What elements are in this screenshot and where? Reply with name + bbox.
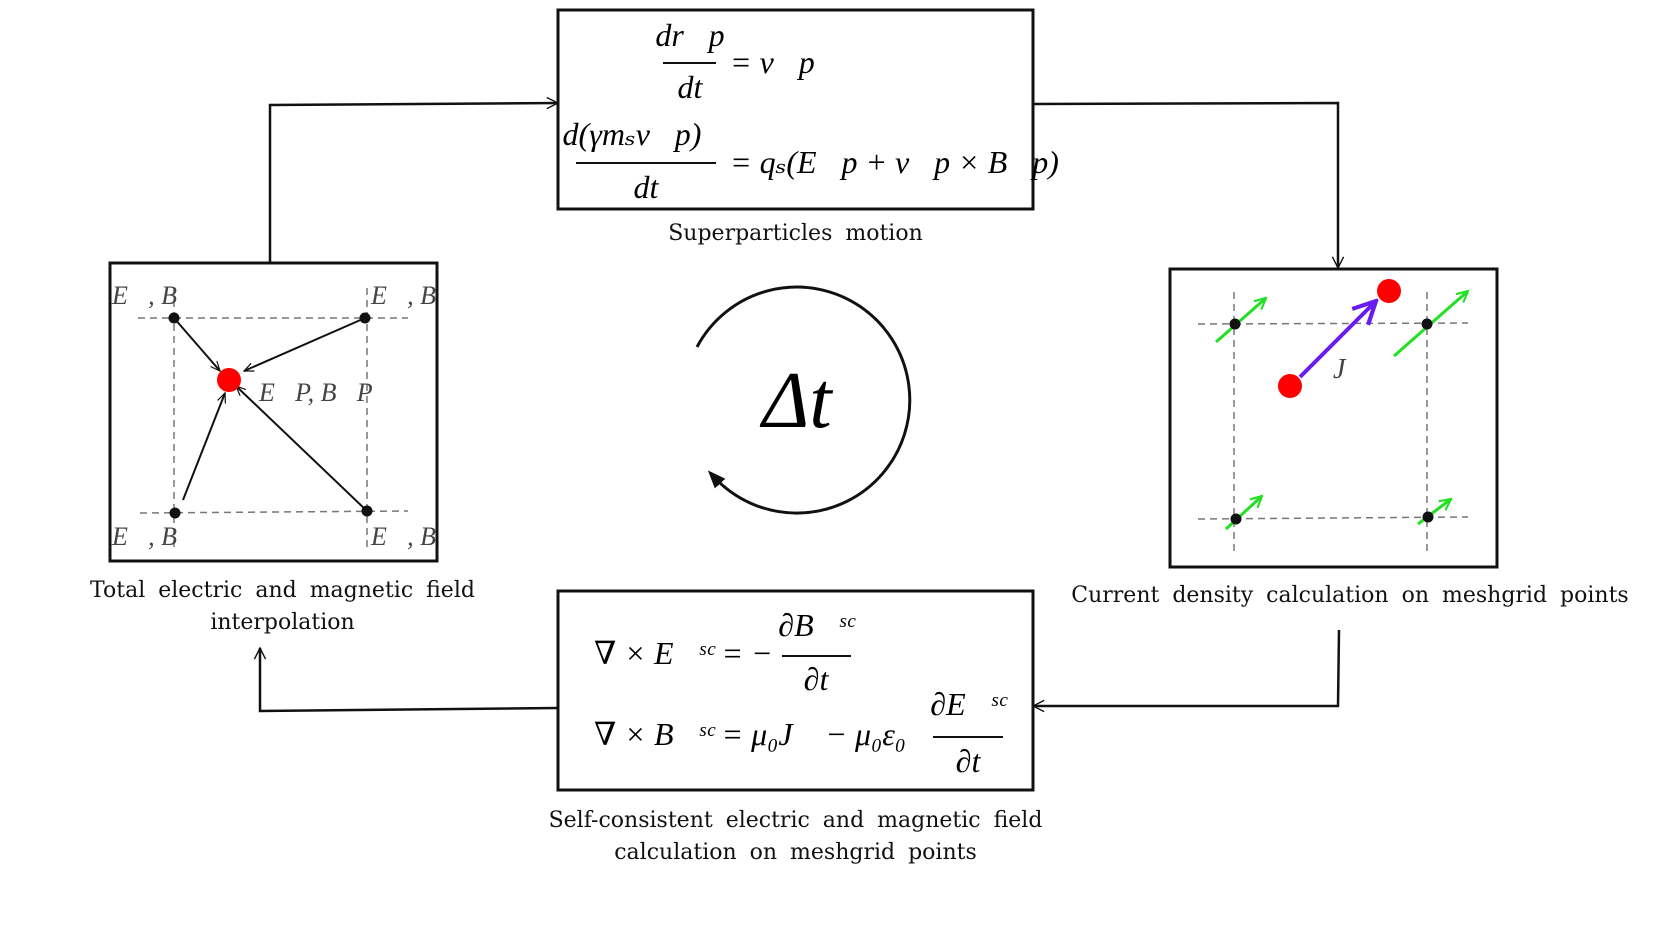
mesh-line-bottom bbox=[139, 510, 409, 514]
mesh-current-arrow bbox=[1215, 298, 1266, 344]
interp-arrow-top-right bbox=[244, 317, 366, 372]
mesh-node bbox=[359, 312, 371, 324]
interp-arrow-top-left bbox=[173, 317, 220, 371]
mesh-line-top bbox=[1197, 322, 1469, 325]
mesh-node bbox=[168, 312, 180, 324]
current-vector-arrow bbox=[1298, 303, 1374, 379]
caption-interpolation-line1: Total electric and magnetic field bbox=[90, 578, 475, 603]
fields-eq1-numerator: ∂B⃗ˢᶜ bbox=[778, 607, 856, 643]
caption-selfconsistent-line2: calculation on meshgrid points bbox=[614, 840, 977, 865]
mesh-line-bottom bbox=[1197, 516, 1469, 520]
motion-eq1-denominator: dt bbox=[678, 69, 704, 105]
motion-equation-1: dr⃗p dt = v⃗p bbox=[655, 17, 814, 105]
mesh-node bbox=[1230, 513, 1242, 525]
connector-fields-to-interp bbox=[260, 648, 559, 713]
fields-box bbox=[556, 589, 1035, 792]
interp-arrow-bottom-left bbox=[182, 393, 225, 501]
particle-field-label: E⃗P, B⃗P bbox=[258, 378, 373, 407]
fields-equation-1: ∇ × E⃗ˢᶜ = − ∂B⃗ˢᶜ ∂t bbox=[594, 607, 856, 697]
interpolation-labels: E⃗, B⃗ E⃗, B⃗ E⃗, B⃗ E⃗, B⃗ E⃗P, B⃗P bbox=[111, 281, 456, 551]
superparticle-current bbox=[1377, 279, 1401, 303]
motion-equation-2: d(γmₛv⃗p) dt = qₛ(E⃗p + v⃗p × B⃗p) bbox=[563, 116, 1059, 205]
interpolation-mesh bbox=[138, 288, 409, 548]
interp-arrow-bottom-right bbox=[236, 386, 368, 512]
mesh-node bbox=[1422, 511, 1434, 523]
caption-selfconsistent: Self-consistent electric and magnetic fi… bbox=[520, 805, 1071, 869]
fields-eq2-numerator: ∂E⃗ˢᶜ bbox=[930, 686, 1008, 722]
interpolation-nodes bbox=[168, 312, 373, 519]
connector-motion-to-current bbox=[1032, 101, 1338, 268]
fields-eq2-lhs: ∇ × B⃗ˢᶜ = μ₀J⃗ − μ₀ε₀ bbox=[594, 716, 906, 752]
delta-t-label: Δt bbox=[759, 357, 833, 445]
corner-field-label: E⃗, B⃗ bbox=[370, 281, 456, 310]
current-nodes bbox=[1229, 318, 1434, 525]
mesh-node bbox=[361, 505, 373, 517]
caption-current: Current density calculation on meshgrid … bbox=[1071, 583, 1629, 608]
motion-eq1-rhs: = v⃗p bbox=[730, 44, 815, 80]
caption-interpolation-line2: interpolation bbox=[210, 610, 355, 635]
motion-eq2-rhs: = qₛ(E⃗p + v⃗p × B⃗p) bbox=[730, 144, 1059, 180]
corner-field-label: E⃗, B⃗ bbox=[111, 522, 197, 551]
superparticle-previous bbox=[1278, 374, 1302, 398]
connector-current-to-fields bbox=[1033, 629, 1341, 706]
motion-eq2-numerator: d(γmₛv⃗p) bbox=[563, 116, 702, 152]
corner-field-label: E⃗, B⃗ bbox=[370, 522, 456, 551]
connector-interp-to-motion bbox=[268, 103, 558, 262]
fields-equation-2: ∇ × B⃗ˢᶜ = μ₀J⃗ − μ₀ε₀ ∂E⃗ˢᶜ ∂t bbox=[594, 686, 1008, 779]
caption-interpolation: Total electric and magnetic field interp… bbox=[40, 575, 525, 639]
mesh-node bbox=[1421, 318, 1433, 330]
superparticle bbox=[217, 368, 241, 392]
fields-eq2-denominator: ∂t bbox=[956, 743, 982, 779]
mesh-node bbox=[169, 507, 181, 519]
current-density-box bbox=[1168, 267, 1499, 569]
interpolation-arrows bbox=[173, 317, 368, 512]
mesh-current-arrow bbox=[1224, 496, 1262, 531]
fields-eq1-denominator: ∂t bbox=[804, 661, 830, 697]
motion-eq2-denominator: dt bbox=[634, 169, 660, 205]
caption-motion: Superparticles motion bbox=[668, 221, 923, 246]
motion-box bbox=[556, 8, 1035, 211]
cycle-arc bbox=[695, 285, 912, 515]
fields-eq1-lhs: ∇ × E⃗ˢᶜ = − bbox=[594, 635, 773, 671]
motion-eq1-numerator: dr⃗p bbox=[655, 17, 724, 53]
mesh-node bbox=[1229, 318, 1241, 330]
current-vector-label: J⃗ bbox=[1333, 354, 1367, 385]
current-mesh bbox=[1197, 292, 1469, 555]
caption-selfconsistent-line1: Self-consistent electric and magnetic fi… bbox=[548, 808, 1043, 833]
corner-field-label: E⃗, B⃗ bbox=[111, 281, 197, 310]
